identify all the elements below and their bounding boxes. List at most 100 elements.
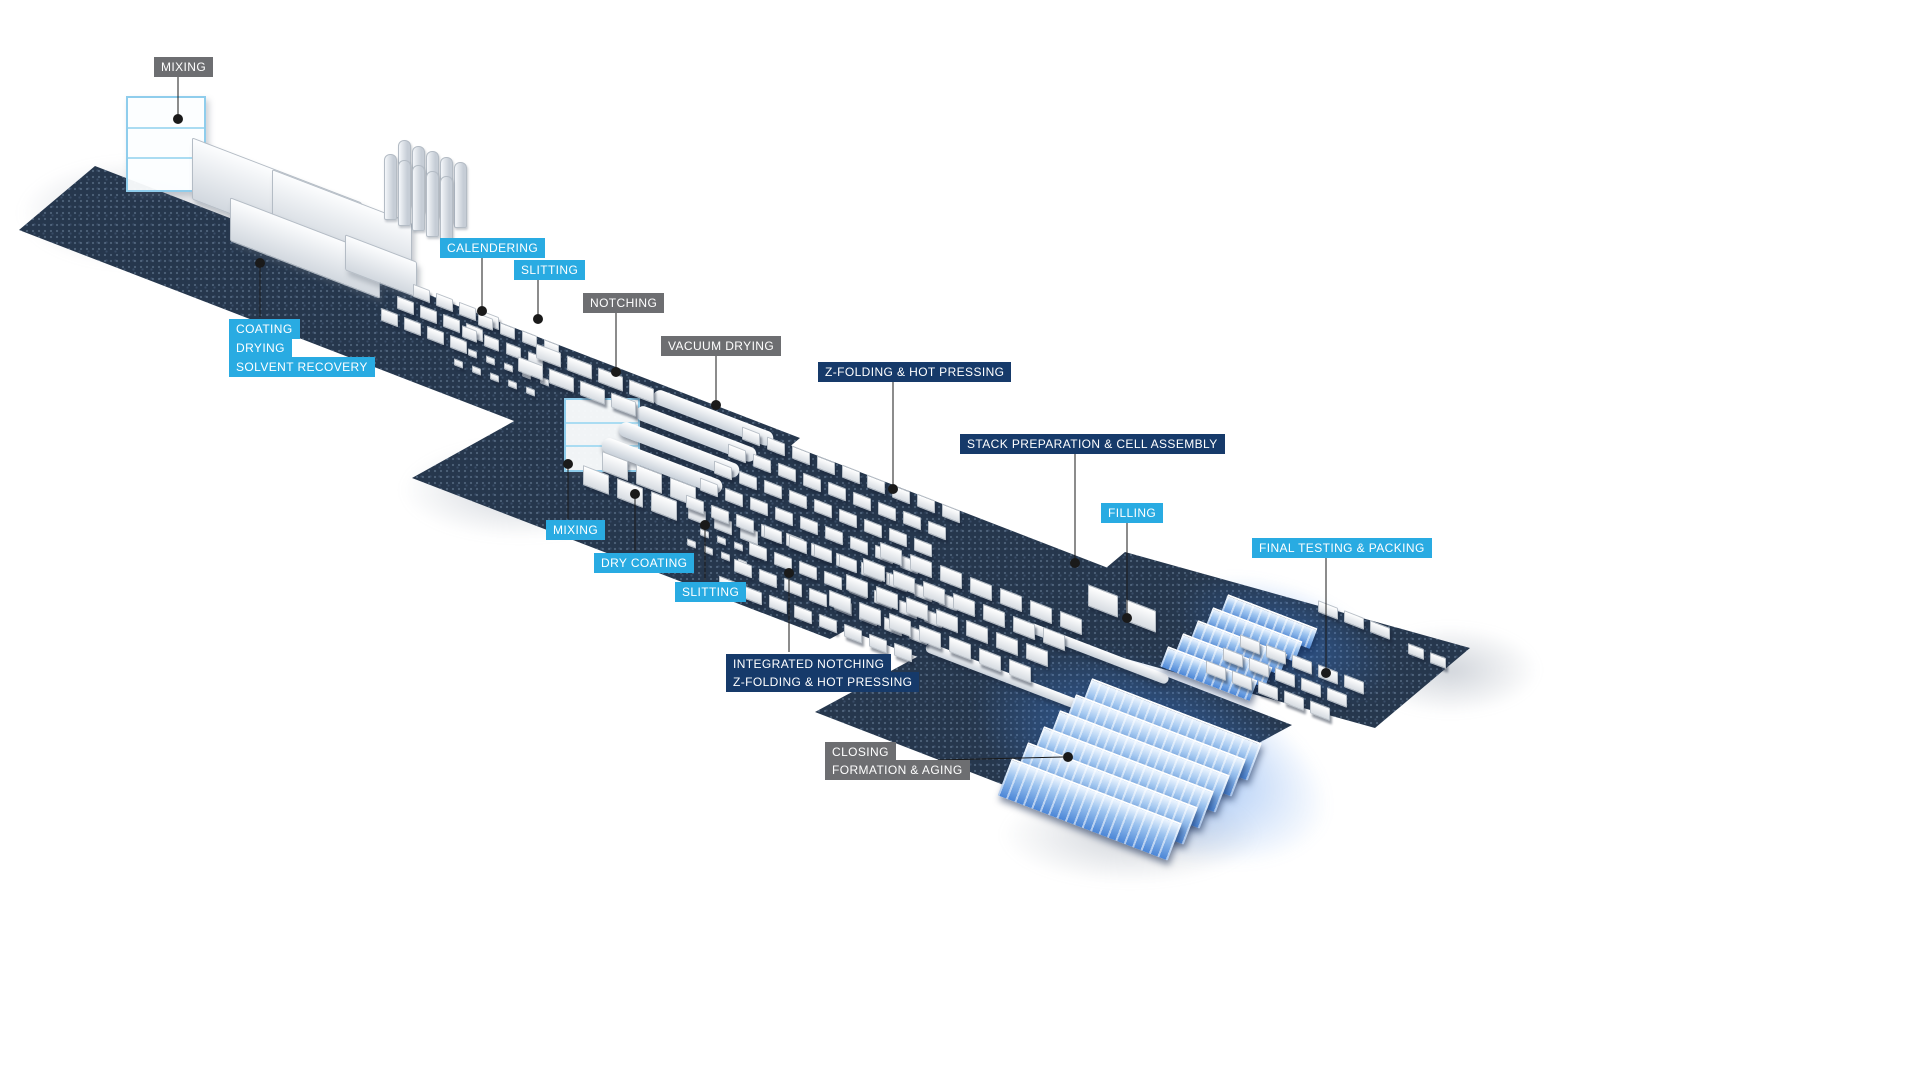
roll-cart-2 [734,541,743,552]
z-folding-line-unit [914,537,932,558]
calendering-machine [420,304,437,325]
z-folding-line-unit [789,489,807,510]
stack-assembly-unit [996,631,1018,656]
solvent-recovery-tank [384,154,397,220]
z-folding-line-unit [892,484,910,505]
z-folding-line-unit [800,515,818,536]
z-folding-line-unit [889,527,907,548]
stack-assembly-unit [893,569,915,594]
calendering-machine [443,313,460,334]
slitting-machine [500,321,515,340]
label-z-folding-1: Z-FOLDING & HOT PRESSING [818,362,1012,382]
stack-assembly-unit [1000,587,1022,613]
testing-machine [1408,642,1424,661]
z-folding-line-unit [803,472,821,493]
integrated-notching-unit [824,570,842,591]
roll-cart-2 [687,538,696,549]
integrated-notching-unit [814,543,832,564]
testing-machine [1344,610,1364,630]
solvent-recovery-tank [454,162,467,228]
stack-assembly-unit [970,576,992,601]
label-z-folding-2: Z-FOLDING & HOT PRESSING [726,672,920,692]
stack-assembly-unit [1060,610,1082,636]
calendering-machine [397,295,414,316]
stack-assembly-unit [919,624,941,649]
stack-assembly-unit [936,608,958,633]
roll-cart-2 [700,528,709,539]
testing-machine [1284,690,1304,711]
calendering-machine [404,316,421,337]
z-folding-line-unit [825,525,843,546]
stack-assembly-unit [876,585,898,610]
integrated-notching-unit [794,604,812,625]
testing-machine [1310,700,1330,721]
z-folding-line-unit [903,510,921,531]
integrated-notching-unit [839,553,857,574]
stack-assembly-unit [953,592,975,617]
testing-machine [1370,620,1390,640]
solvent-recovery-tank [440,176,453,242]
stack-assembly-unit [910,553,932,578]
label-filling: FILLING [1101,503,1164,523]
roll-cart-2 [721,551,730,562]
testing-machine [1318,664,1338,685]
solvent-recovery-tank [398,159,411,226]
slitting-machine [484,333,499,352]
stack-assembly-unit [923,580,945,606]
integrated-notching-unit [869,633,887,654]
solvent-recovery-tank [412,165,425,231]
z-folding-line-unit [864,518,882,539]
z-folding-line-unit [725,487,743,508]
roll-cart [504,362,513,373]
integrated-notching-unit [894,642,912,663]
label-slitting-2: SLITTING [675,582,747,602]
stack-assembly-unit [1043,626,1065,652]
testing-machine [1275,667,1295,688]
label-drying: DRYING [229,338,292,358]
roll-cart [508,379,517,390]
label-slitting-1: SLITTING [514,260,586,280]
testing-machine [1430,651,1446,669]
testing-machine [1301,677,1321,698]
z-folding-line-unit [792,445,810,466]
calendering-machine [381,307,398,328]
integrated-notching-unit [774,551,792,572]
filling-machine [1126,599,1156,633]
z-folding-line-unit [778,462,796,483]
label-solvent-recovery: SOLVENT RECOVERY [229,357,375,377]
z-folding-line-unit [839,508,857,529]
integrated-notching-unit [809,587,827,608]
roll-cart [472,365,481,376]
roll-cart [526,386,535,397]
stack-assembly-unit [1013,615,1035,640]
stack-assembly-unit [1030,599,1052,624]
testing-machine [1292,654,1312,675]
z-folding-line-unit [739,470,757,491]
stack-assembly-unit [983,603,1005,629]
roll-cart [468,348,477,359]
calendering-machine [436,292,453,313]
label-mixing-2: MIXING [546,520,606,540]
label-mixing-1: MIXING [154,57,214,77]
calendering-machine [427,325,444,346]
stack-assembly-unit [859,601,881,626]
z-folding-line-unit [767,436,785,457]
label-vacuum-drying: VACUUM DRYING [661,336,782,356]
z-folding-line-unit [775,506,793,527]
stack-assembly-unit [1026,642,1048,668]
integrated-notching-unit [844,623,862,644]
roll-cart [490,372,499,383]
z-folding-line-unit [867,474,885,495]
roll-cart-2 [704,544,713,556]
label-integrated-notching: INTEGRATED NOTCHING [726,654,892,674]
roll-cart [454,358,463,369]
testing-machine [1258,680,1278,701]
stack-assembly-unit [940,564,962,590]
stack-assembly-unit [966,619,988,645]
notching-machine [549,368,574,393]
integrated-notching-unit [784,577,802,598]
roll-cart-2 [717,534,726,546]
label-stack-preparation: STACK PREPARATION & CELL ASSEMBLY [960,434,1225,454]
label-dry-coating: DRY COATING [594,553,695,573]
